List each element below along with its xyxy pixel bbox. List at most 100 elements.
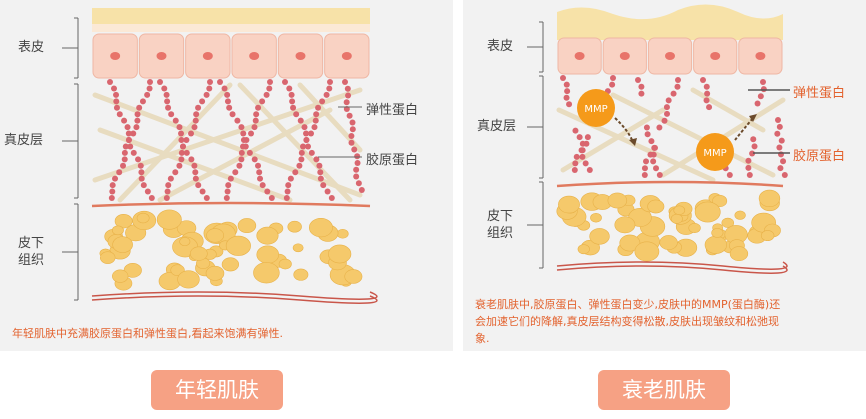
elastin-bead bbox=[167, 175, 174, 182]
elastin-bead bbox=[138, 169, 145, 176]
fat-cell bbox=[344, 269, 363, 284]
elastin-bead bbox=[285, 182, 292, 189]
callout-elastin: 弹性蛋白 bbox=[366, 103, 419, 118]
cell-nucleus bbox=[202, 52, 213, 60]
elastin-bead bbox=[305, 143, 312, 150]
elastin-bead bbox=[313, 111, 320, 118]
elastin-bead bbox=[238, 124, 245, 131]
fat-cell bbox=[619, 234, 641, 252]
elastin-bead bbox=[252, 117, 259, 124]
elastin-bead bbox=[317, 175, 324, 182]
elastin-bead bbox=[240, 130, 247, 137]
elastin-bead bbox=[566, 101, 573, 108]
elastin-bead bbox=[745, 157, 752, 164]
elastin-bead bbox=[641, 172, 648, 178]
elastin-bead bbox=[644, 131, 651, 138]
fat-cell bbox=[205, 265, 225, 281]
aged-skin-panel: MMP MMP 表皮 真皮层 皮下 组织 弹性蛋白 胶原蛋白 衰老肌肤中,胶原蛋… bbox=[463, 0, 866, 351]
cell-nucleus bbox=[755, 52, 766, 60]
elastin-bead bbox=[750, 136, 757, 143]
elastin-bead bbox=[203, 195, 210, 201]
elastin-bead bbox=[749, 150, 756, 157]
elastin-bead bbox=[704, 90, 711, 97]
epidermis-cells bbox=[92, 33, 370, 79]
elastin-bead bbox=[191, 162, 198, 169]
elastin-bead bbox=[144, 188, 151, 195]
elastin-bead bbox=[754, 100, 761, 107]
elastin-bead bbox=[178, 149, 185, 156]
elastin-bead bbox=[266, 85, 273, 92]
elastin-bead bbox=[121, 149, 128, 156]
elastin-bead bbox=[579, 153, 586, 160]
aged-caption: 衰老肌肤中,胶原蛋白、弹性蛋白变少,皮肤中的MMP(蛋白酶)还 会加速它们的降解… bbox=[475, 298, 781, 345]
elastin-bead bbox=[288, 91, 295, 98]
elastin-bead bbox=[349, 119, 356, 126]
elastin-bead bbox=[316, 162, 323, 169]
elastin-bead bbox=[354, 160, 361, 166]
elastin-bead bbox=[176, 124, 183, 131]
arrow-head-icon bbox=[749, 114, 757, 122]
elastin-bead bbox=[259, 182, 266, 189]
elastin-bead bbox=[751, 143, 758, 150]
elastin-bead bbox=[234, 117, 241, 124]
elastin-bead bbox=[757, 93, 764, 100]
elastin-bead bbox=[163, 91, 170, 98]
label-dermis: 真皮层 bbox=[4, 133, 44, 148]
elastin-bead bbox=[221, 85, 228, 92]
fat-cell bbox=[590, 213, 602, 223]
elastin-bead bbox=[564, 88, 571, 95]
elastin-bead bbox=[172, 117, 179, 124]
elastin-bead bbox=[287, 175, 294, 182]
elastin-bead bbox=[638, 83, 645, 90]
elastin-bead bbox=[172, 169, 179, 176]
elastin-bead bbox=[240, 143, 247, 150]
fat-cell bbox=[287, 220, 302, 233]
fat-cell bbox=[256, 226, 279, 245]
elastin-bead bbox=[223, 195, 230, 201]
elastin-bead bbox=[207, 79, 213, 85]
fat-cell bbox=[614, 216, 636, 234]
elastin-bead bbox=[253, 111, 260, 118]
elastin-bead bbox=[195, 104, 202, 111]
collagen-fibers bbox=[92, 82, 363, 203]
fat-cell bbox=[721, 217, 735, 228]
elastin-bead bbox=[264, 188, 271, 195]
elastin-bead bbox=[643, 124, 650, 131]
fat-cell bbox=[221, 257, 240, 272]
elastin-bead bbox=[135, 156, 142, 163]
elastin-bead bbox=[134, 117, 141, 124]
callout-elastin: 弹性蛋白 bbox=[793, 86, 846, 101]
elastin-bead bbox=[113, 104, 120, 111]
elastin-bead bbox=[610, 75, 616, 81]
elastin-bead bbox=[308, 149, 315, 156]
elastin-bead bbox=[111, 85, 118, 92]
label-subcutis: 皮下 组织 bbox=[487, 209, 514, 241]
dermis-boundary bbox=[91, 201, 371, 208]
layer-brackets bbox=[62, 17, 79, 301]
elastin-bead bbox=[571, 167, 578, 173]
elastin-bead bbox=[319, 98, 326, 105]
elastin-bead bbox=[164, 188, 171, 195]
elastin-bead bbox=[121, 117, 128, 124]
elastin-bead bbox=[664, 110, 671, 117]
elastin-bead bbox=[656, 124, 663, 131]
fat-cell bbox=[177, 270, 200, 289]
elastin-bead bbox=[130, 149, 137, 156]
elastin-bead bbox=[311, 124, 318, 131]
elastin-bead bbox=[296, 162, 303, 169]
elastin-bead bbox=[563, 94, 570, 101]
fat-cell bbox=[704, 235, 728, 254]
elastin-bead bbox=[353, 173, 360, 180]
elastin-bead bbox=[238, 156, 245, 163]
fat-cell bbox=[729, 246, 749, 262]
elastin-bead bbox=[726, 172, 733, 178]
elastin-bead bbox=[157, 79, 163, 85]
elastin-bead bbox=[643, 158, 650, 165]
arrow-head-icon bbox=[629, 138, 637, 146]
elastin-bead bbox=[661, 117, 668, 124]
mmp-enzyme-2: MMP bbox=[696, 133, 734, 171]
elastin-bead bbox=[255, 104, 262, 111]
elastin-bead bbox=[164, 98, 171, 105]
fat-cell bbox=[712, 194, 728, 208]
fat-cell bbox=[237, 218, 257, 234]
